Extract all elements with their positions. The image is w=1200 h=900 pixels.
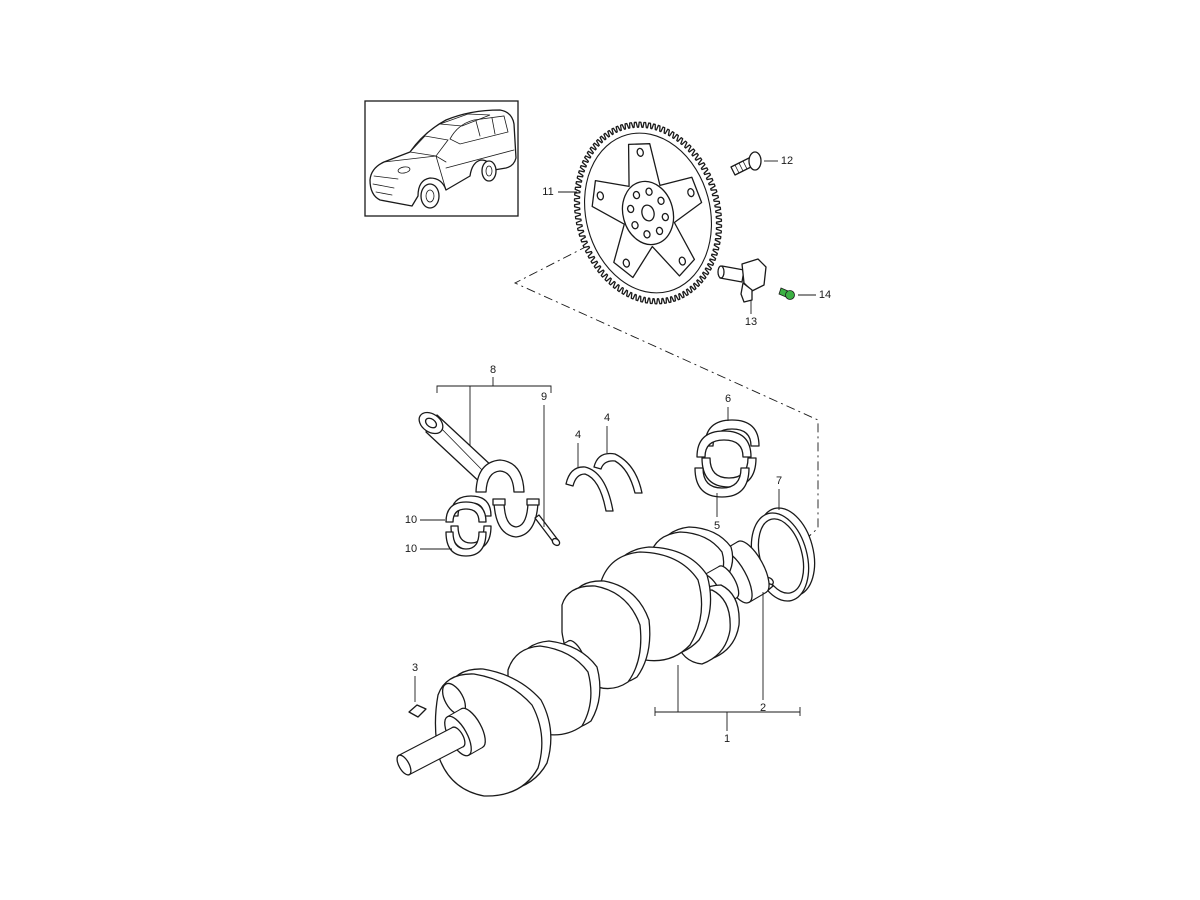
sensor-bolt-head bbox=[785, 290, 795, 300]
callout-6: 6 bbox=[725, 393, 731, 405]
flywheel-bolt-head bbox=[748, 151, 762, 171]
leader-lines bbox=[414, 160, 816, 731]
callout-4-right: 4 bbox=[604, 412, 610, 424]
callout-labels: 12 11 14 13 8 9 4 4 6 10 10 5 7 3 2 1 bbox=[405, 155, 831, 745]
callout-8: 8 bbox=[490, 364, 496, 376]
front-gear-upper-edge bbox=[446, 708, 462, 718]
callout-1: 1 bbox=[724, 733, 730, 745]
thrust-washer-right bbox=[593, 452, 643, 494]
vehicle-inset bbox=[364, 100, 519, 217]
speed-sensor-tip bbox=[717, 265, 725, 279]
vehicle-front-grille bbox=[372, 175, 399, 196]
vehicle-sunroof bbox=[439, 113, 491, 127]
vehicle-headlight bbox=[397, 166, 411, 174]
flex-plate-hole bbox=[678, 256, 687, 266]
flywheel-bolt bbox=[730, 151, 762, 176]
hub-bolt-hole bbox=[643, 230, 651, 239]
flex-plate-hole bbox=[596, 191, 605, 201]
vehicle-front-hub bbox=[425, 189, 435, 203]
connecting-rod-cap-lug-right bbox=[526, 498, 540, 506]
thrust-washers bbox=[565, 452, 643, 512]
crankshaft bbox=[396, 526, 770, 797]
flywheel-bolt-thread bbox=[734, 160, 748, 174]
speed-sensor-connector bbox=[740, 282, 753, 303]
bracket-8 bbox=[436, 377, 552, 446]
connecting-rod-cap bbox=[493, 502, 539, 538]
ring-gear-rim bbox=[583, 132, 713, 294]
woodruff-key bbox=[408, 704, 427, 718]
vehicle-rear-wheel bbox=[481, 160, 497, 182]
callout-12: 12 bbox=[781, 155, 793, 167]
front-snout-upper-edge bbox=[398, 726, 454, 756]
callout-9: 9 bbox=[541, 391, 547, 403]
flex-plate-holes bbox=[596, 147, 695, 268]
front-snout-front-face bbox=[396, 754, 412, 776]
sensor-bolt bbox=[778, 287, 795, 300]
flywheel bbox=[573, 121, 723, 305]
callout-5: 5 bbox=[714, 520, 720, 532]
callout-10-upper: 10 bbox=[405, 514, 417, 526]
vehicle-side-windows bbox=[449, 115, 509, 145]
flex-plate-hole bbox=[636, 147, 644, 157]
callout-13: 13 bbox=[745, 316, 757, 328]
flex-plate-hole bbox=[687, 188, 695, 198]
hub-bolt-holes bbox=[626, 187, 670, 239]
hub-bolt-hole bbox=[626, 204, 635, 214]
front-snout-body bbox=[398, 727, 464, 775]
callout-10-lower: 10 bbox=[405, 543, 417, 555]
callout-7: 7 bbox=[776, 475, 782, 487]
connecting-rod-beam-groove bbox=[434, 421, 487, 475]
connecting-rod-big-end bbox=[475, 459, 525, 493]
hub-bolt-hole bbox=[655, 226, 664, 236]
speed-sensor bbox=[717, 258, 767, 303]
bracket-1 bbox=[654, 665, 801, 731]
front-gear-lower-edge bbox=[468, 746, 484, 756]
hub-bolt-hole bbox=[657, 196, 665, 206]
callout-3: 3 bbox=[412, 662, 418, 674]
callout-4-left: 4 bbox=[575, 429, 581, 441]
connecting-rod-small-end-bore bbox=[424, 417, 438, 429]
callout-14: 14 bbox=[819, 289, 831, 301]
thrust-washer-left bbox=[565, 466, 614, 512]
front-snout bbox=[396, 726, 466, 776]
hub-bolt-hole bbox=[661, 212, 670, 222]
flex-plate-hole bbox=[622, 258, 631, 268]
flywheel-center-bore bbox=[641, 204, 655, 222]
main-bearing-shells bbox=[694, 419, 760, 498]
vehicle-hood-lines bbox=[383, 149, 515, 191]
vehicle-rear-hub bbox=[485, 165, 493, 177]
vehicle-front-wheel bbox=[420, 183, 440, 209]
connecting-rod bbox=[418, 411, 540, 538]
connecting-rod-bolt-head bbox=[551, 537, 561, 547]
front-snout-lower-edge bbox=[408, 746, 464, 776]
connecting-rod-cap-lug-left bbox=[492, 498, 506, 506]
hub-bolt-hole bbox=[632, 190, 641, 200]
main-bearing-shell-upper bbox=[696, 430, 752, 458]
hub-bolt-hole bbox=[645, 187, 653, 196]
callout-2: 2 bbox=[760, 702, 766, 714]
connecting-rod-bolt bbox=[534, 514, 561, 547]
callout-11: 11 bbox=[542, 186, 553, 198]
vehicle-windshield bbox=[409, 135, 449, 157]
rod-bearing-shells bbox=[445, 495, 492, 557]
hub-bolt-hole bbox=[631, 220, 639, 230]
